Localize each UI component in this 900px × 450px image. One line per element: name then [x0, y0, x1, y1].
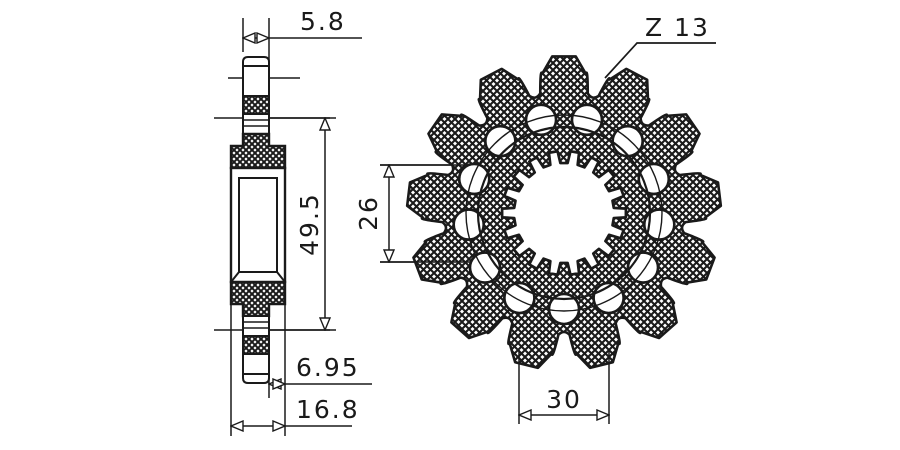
- dimension-26: 26: [354, 165, 470, 262]
- lightening-hole: [468, 251, 502, 284]
- front-view: Z 13 26 30: [354, 13, 723, 424]
- dimension-label-bore: 26: [354, 195, 383, 231]
- sprocket-body: [405, 55, 723, 370]
- lightening-hole: [642, 208, 676, 241]
- side-section-view: 5.8 49.5 6.95: [214, 7, 372, 436]
- hub-ring: [476, 125, 652, 301]
- dimension-30: 30: [519, 350, 609, 424]
- dimension-16.8: 16.8: [231, 304, 360, 436]
- tooth-count-label: Z 13: [645, 13, 710, 42]
- dimension-label-tooth-root-width: 30: [546, 385, 582, 414]
- side-view-profile: [229, 56, 287, 384]
- dimension-49.5: 49.5: [269, 118, 336, 330]
- lightening-hole: [452, 208, 486, 241]
- dimension-label-top-width: 5.8: [300, 7, 346, 36]
- lightening-hole: [626, 251, 660, 284]
- dimension-5.8: 5.8: [243, 7, 362, 66]
- lightening-hole: [547, 292, 581, 326]
- dimension-label-hub-height: 49.5: [295, 192, 324, 256]
- dimension-label-total-width: 16.8: [296, 395, 360, 424]
- splined-bore: [500, 150, 628, 276]
- hub-ring-outer: [465, 114, 663, 312]
- dimension-6.95: 6.95: [269, 304, 372, 398]
- tooth-count-callout: Z 13: [604, 13, 716, 79]
- dimension-label-lower-step: 6.95: [296, 353, 360, 382]
